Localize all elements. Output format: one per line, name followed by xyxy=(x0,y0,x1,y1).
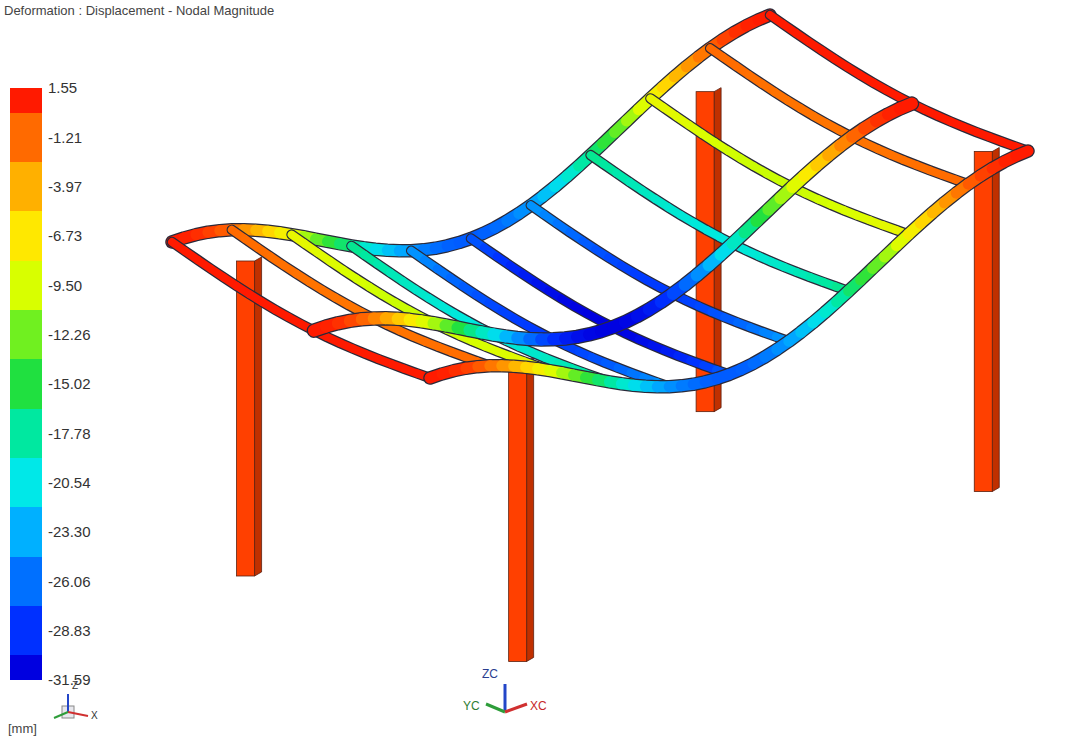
beam-outline xyxy=(351,246,609,382)
beam xyxy=(471,239,729,375)
scale-value: -6.73 xyxy=(48,227,82,244)
beam xyxy=(351,246,609,382)
beam xyxy=(232,230,490,366)
axis-letter: X xyxy=(91,710,98,722)
leg-side xyxy=(992,148,999,492)
beam-outline xyxy=(650,98,908,234)
plot-title: Deformation : Displacement - Nodal Magni… xyxy=(4,4,274,19)
scale-value: -17.78 xyxy=(48,425,91,442)
beam xyxy=(292,235,550,371)
color-bar-swatch xyxy=(10,261,42,311)
beam xyxy=(430,151,1028,387)
color-bar-swatch xyxy=(10,409,42,459)
beam xyxy=(650,98,908,234)
axis-label: ZC xyxy=(482,668,498,682)
axis-triad xyxy=(486,684,527,712)
beam xyxy=(172,242,430,378)
leg-face xyxy=(974,152,992,492)
color-bar-swatch xyxy=(10,310,42,360)
color-bar-swatch xyxy=(10,162,42,212)
axis-label: YC xyxy=(463,700,480,714)
color-bar-swatch xyxy=(10,507,42,557)
beam xyxy=(531,205,789,341)
scale-value: -31.59 xyxy=(48,671,91,688)
axis-letter: Z xyxy=(72,680,78,692)
beam-outline xyxy=(172,242,430,378)
leg-side xyxy=(527,357,534,661)
beam-outline xyxy=(770,15,1028,151)
z-axis xyxy=(67,694,69,712)
scale-value: -23.30 xyxy=(48,523,91,540)
scale-value: -12.26 xyxy=(48,326,91,343)
x-axis xyxy=(505,704,527,712)
scale-value: -9.50 xyxy=(48,277,82,294)
beam xyxy=(314,104,912,340)
beam-segment xyxy=(1016,151,1028,156)
scale-value: 1.55 xyxy=(48,79,77,96)
beam-outline xyxy=(591,155,849,291)
beam-outline xyxy=(314,104,912,340)
scale-value: -1.21 xyxy=(48,129,82,146)
color-bar-swatch xyxy=(10,88,42,113)
color-bar-swatch xyxy=(10,211,42,261)
x-axis xyxy=(68,712,88,716)
y-axis xyxy=(54,712,68,718)
color-bar-swatch xyxy=(10,606,42,656)
support-legs xyxy=(237,88,1000,662)
axis-label: XC xyxy=(530,700,547,714)
scale-value: -28.83 xyxy=(48,622,91,639)
color-bar-swatch xyxy=(10,458,42,508)
beam-outline xyxy=(411,251,669,387)
beam-outline xyxy=(471,239,729,375)
scale-value: -20.54 xyxy=(48,474,91,491)
beam xyxy=(591,155,849,291)
scale-value: -15.02 xyxy=(48,375,91,392)
beam-outline xyxy=(430,151,1028,387)
scale-value: -26.06 xyxy=(48,573,91,590)
beam xyxy=(172,15,770,251)
view-triad xyxy=(54,694,88,718)
z-axis xyxy=(504,684,507,712)
beam-outline xyxy=(531,205,789,341)
canopy-frame xyxy=(172,15,1028,387)
y-axis xyxy=(486,704,505,712)
unit-label: [mm] xyxy=(8,722,37,737)
beam xyxy=(411,251,669,387)
color-bar-swatch xyxy=(10,359,42,409)
color-bar-swatch xyxy=(10,113,42,163)
leg-face xyxy=(237,261,255,576)
leg-face xyxy=(509,361,527,661)
beam-outline xyxy=(232,230,490,366)
color-bar-swatch xyxy=(10,655,42,680)
color-bar-swatch xyxy=(10,557,42,607)
beam-segment xyxy=(900,104,912,109)
scale-value: -3.97 xyxy=(48,178,82,195)
beam xyxy=(770,15,1028,151)
beam xyxy=(710,48,968,184)
beam-outline xyxy=(710,48,968,184)
beam-outline xyxy=(292,235,550,371)
beam-outline xyxy=(172,15,770,251)
